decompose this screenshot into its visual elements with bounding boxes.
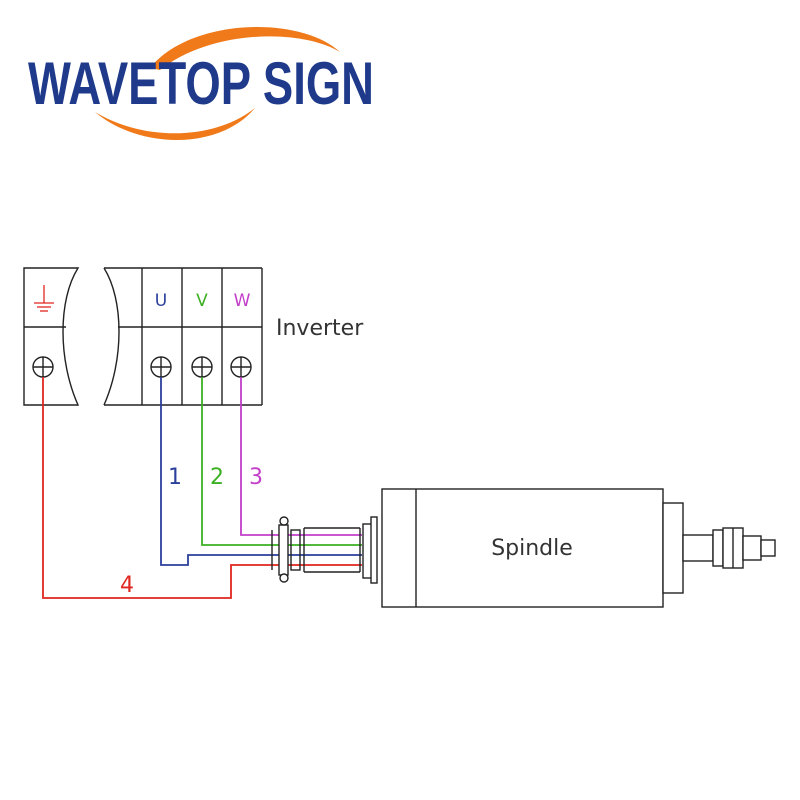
wire-4	[42, 377, 362, 599]
inverter-terminal-block	[23, 267, 263, 406]
screw-icon-ground	[32, 356, 54, 378]
inverter-block-edge	[103, 267, 120, 406]
logo-swoosh-top	[150, 26, 340, 70]
brand-logo: WAVETOP SIGN	[28, 26, 374, 141]
wire-label-2: 2	[210, 465, 224, 490]
spindle-connector	[271, 516, 378, 584]
inverter-label: Inverter	[276, 316, 364, 341]
wire-label-1: 1	[168, 465, 182, 490]
screw-icon-v	[191, 356, 213, 378]
wire-label-4: 4	[120, 573, 134, 598]
terminal-label-w: W	[234, 291, 251, 311]
screw-icon-u	[150, 356, 172, 378]
screw-icon-w	[230, 356, 252, 378]
spindle-label: Spindle	[491, 536, 573, 561]
terminal-label-v: V	[196, 291, 208, 311]
wires	[42, 377, 362, 599]
terminal-label-u: U	[155, 291, 167, 311]
wire-label-3: 3	[249, 465, 263, 490]
logo-swoosh-bottom	[95, 108, 255, 141]
spindle-body	[381, 488, 776, 608]
wire-3	[240, 377, 362, 536]
ground-icon	[34, 285, 54, 312]
wire-1	[160, 377, 362, 566]
ground-terminal-block	[23, 267, 80, 406]
logo-text: WAVETOP SIGN	[28, 50, 374, 117]
wire-2	[201, 377, 362, 546]
